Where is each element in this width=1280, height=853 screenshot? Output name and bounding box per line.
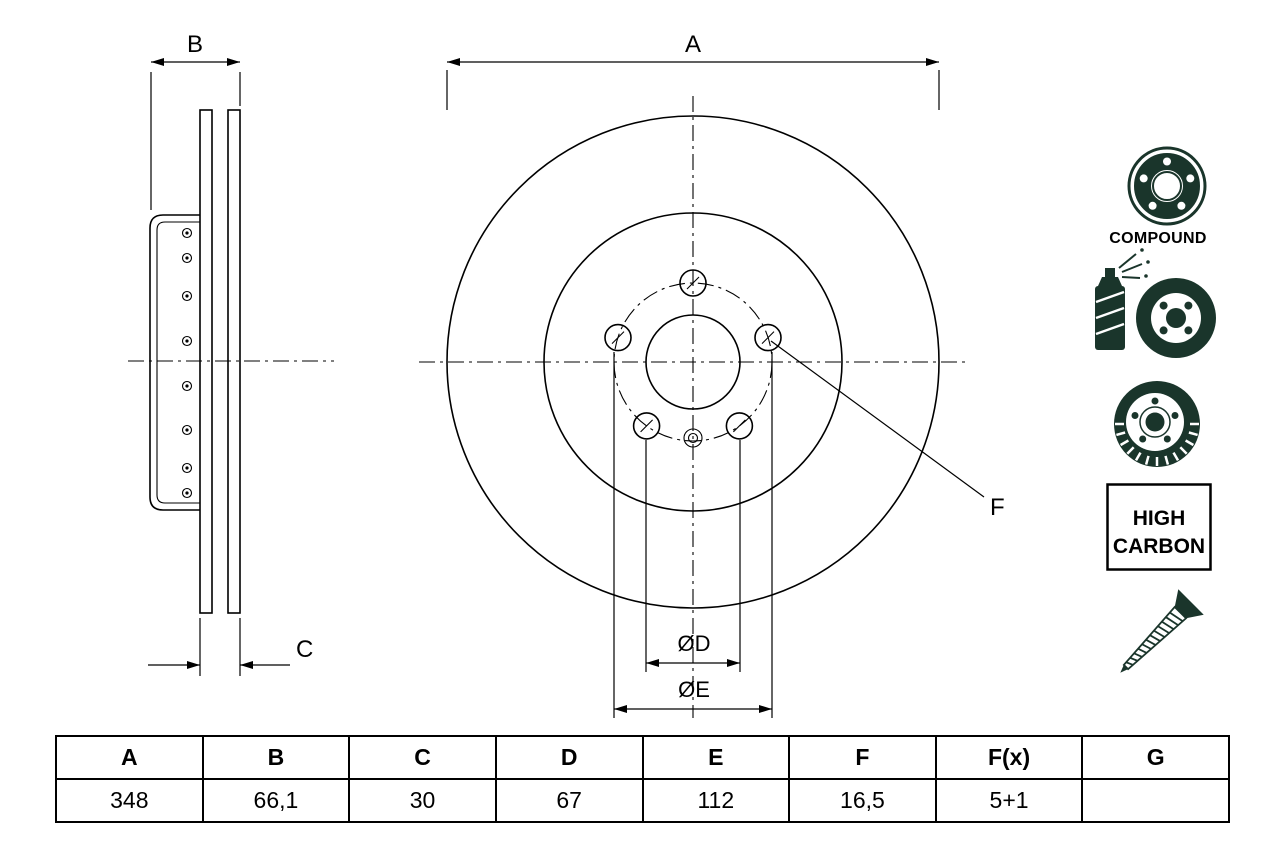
dim-a-label: A [685,31,701,58]
high-carbon-line1: HIGH [1133,507,1186,530]
dim-b-label: B [187,31,203,58]
value-c: 30 [348,778,497,823]
countersunk-screw-icon [1120,589,1204,673]
dim-c-label: C [296,636,313,663]
brake-disc-technical-drawing: B C [128,31,1216,718]
dim-d-label: ØD [678,631,711,656]
bolt-hole [632,412,661,440]
compound-label: COMPOUND [1109,230,1207,247]
table-value-row: 348 66,1 30 67 112 16,5 5+1 [55,778,1230,823]
bolt-hole [604,323,632,352]
table-header-row: A B C D E F F(x) G [55,735,1230,780]
hat-outer-contour [149,214,200,511]
side-view [128,109,334,614]
bolt-hole [754,323,782,352]
dimension-e: ØE [613,352,773,718]
bolt-hole [679,269,707,297]
dim-e-label: ØE [678,677,710,702]
dim-f-label: F [990,494,1005,521]
col-header-fx: F(x) [934,735,1084,780]
col-header-f: F [788,735,937,780]
value-e: 112 [641,778,791,823]
hat-inner-contour [156,221,200,504]
bolt-holes [604,269,782,440]
dimension-d: ØD [645,440,741,672]
spray-mist [1118,253,1143,279]
col-header-a: A [55,735,204,780]
vent-ticks [1115,422,1199,466]
col-header-d: D [494,735,644,780]
bolt-hole [725,412,754,440]
value-g [1081,778,1230,823]
value-a: 348 [55,778,204,823]
locating-pin-hole [683,428,703,448]
dimension-b: B [150,31,241,210]
screw-threads [1125,611,1184,666]
spray-can [1095,286,1125,350]
spray-coated-disc-icon [1095,248,1216,358]
rivets [181,227,193,499]
vented-disc-3d-icon [1114,381,1200,467]
col-header-c: C [348,735,497,780]
col-header-b: B [201,735,351,780]
leader-f: F [770,340,1005,521]
high-carbon-badge: HIGH CARBON [1106,483,1212,571]
col-header-g: G [1081,735,1230,780]
front-view [419,96,967,718]
value-f: 16,5 [788,778,937,823]
value-b: 66,1 [201,778,351,823]
high-carbon-line2: CARBON [1113,535,1205,558]
dimension-a: A [446,31,940,110]
compound-two-piece-disc-icon [1127,146,1207,226]
value-fx: 5+1 [934,778,1084,823]
outer-diameter-circle [446,115,940,609]
dimension-c: C [148,618,313,676]
col-header-e: E [641,735,791,780]
value-d: 67 [494,778,644,823]
dimension-table: A B C D E F F(x) G 348 66,1 30 67 112 16… [55,735,1230,823]
